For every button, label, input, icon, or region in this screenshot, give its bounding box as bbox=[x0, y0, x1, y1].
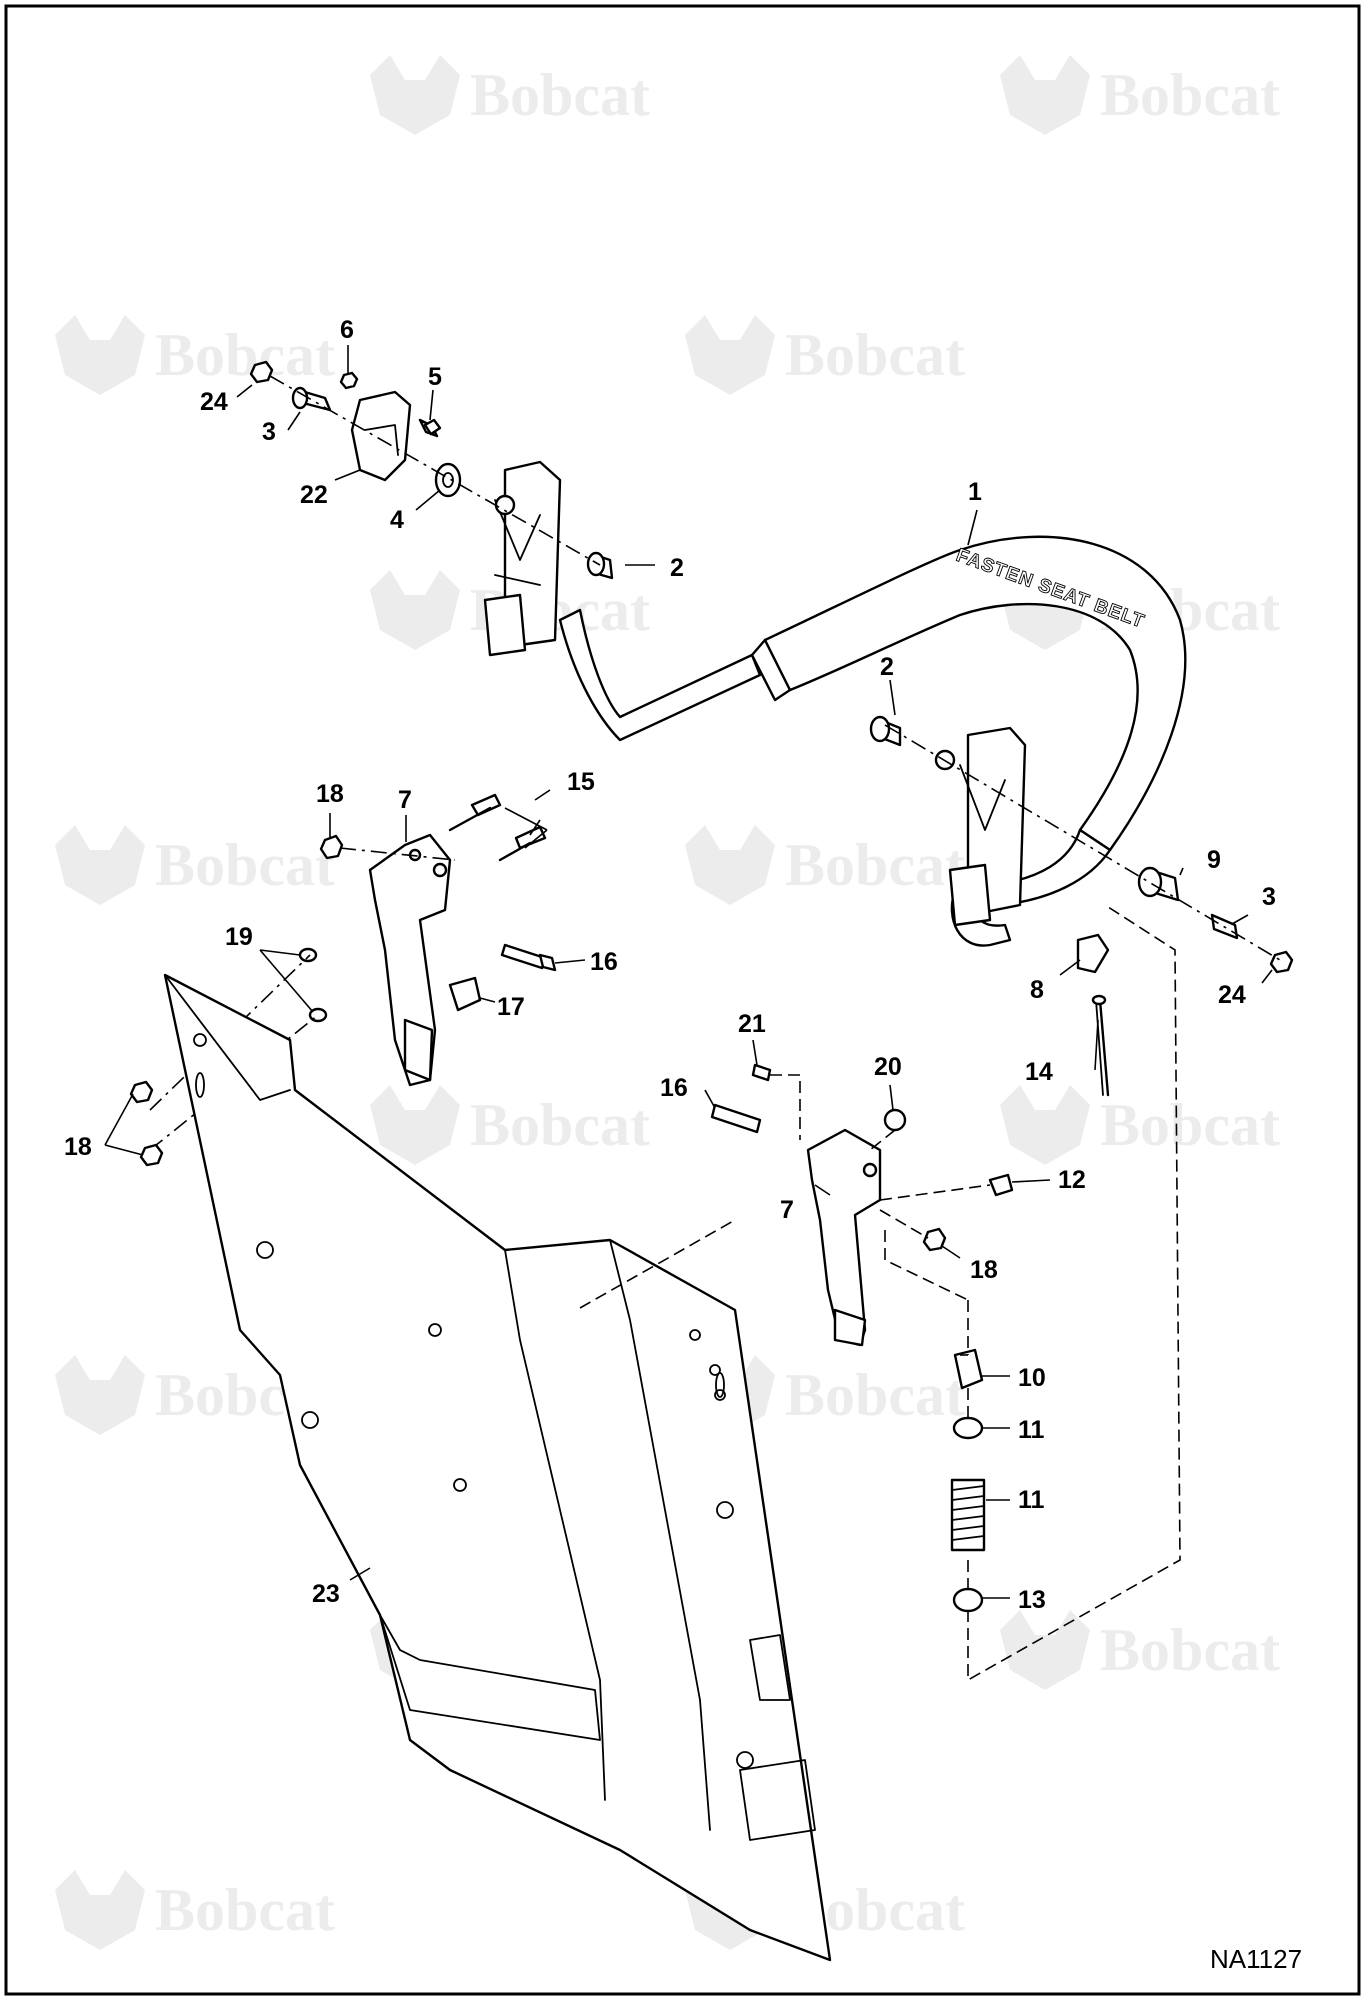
right-pivot-hardware bbox=[869, 715, 1294, 1097]
watermark-text: Bobcat bbox=[155, 322, 335, 388]
washer-19 bbox=[298, 947, 318, 963]
pin-13 bbox=[988, 1173, 1014, 1197]
callout-labels: 1 2 2 3 3 4 5 6 7 7 8 9 10 11 11 12 13 1… bbox=[64, 316, 1276, 1614]
callout-16-left: 16 bbox=[590, 948, 618, 976]
spacer-3 bbox=[291, 386, 309, 410]
spring-cup-11b bbox=[952, 1587, 984, 1613]
watermark-text: Bobcat bbox=[785, 322, 965, 388]
callout-18-top: 18 bbox=[316, 780, 344, 808]
callout-12: 11 bbox=[1018, 1486, 1045, 1514]
bolt-16 bbox=[500, 943, 547, 970]
callout-22: 22 bbox=[300, 481, 328, 509]
spring-assembly bbox=[884, 904, 1181, 1682]
watermark-logo: Bobcat bbox=[370, 1085, 650, 1165]
top-left-hardware bbox=[249, 360, 614, 580]
callout-8: 8 bbox=[1030, 976, 1044, 1004]
callout-6: 6 bbox=[340, 316, 354, 344]
callout-17: 17 bbox=[497, 993, 525, 1021]
nut-18-panel bbox=[139, 1143, 164, 1167]
callout-7-left: 7 bbox=[398, 786, 412, 814]
callout-11-bottom: 13 bbox=[1018, 1586, 1046, 1614]
callout-3-left: 3 bbox=[262, 418, 276, 446]
watermark-logo: Bobcat bbox=[685, 315, 965, 395]
nut-18-panel bbox=[129, 1080, 154, 1104]
watermark-logo: Bobcat bbox=[1000, 55, 1280, 135]
watermark-text: Bobcat bbox=[1100, 1092, 1280, 1158]
watermark-text: Bobcat bbox=[1100, 62, 1280, 128]
bolt-15 bbox=[514, 825, 547, 850]
callout-19: 19 bbox=[225, 923, 253, 951]
callout-14: 14 bbox=[1025, 1058, 1053, 1086]
bolt-5 bbox=[423, 418, 442, 436]
watermark-text: Bobcat bbox=[470, 62, 650, 128]
watermark-logo: Bobcat bbox=[1000, 1085, 1280, 1165]
watermark-text: Bobcat bbox=[785, 832, 965, 898]
nut-20 bbox=[883, 1108, 907, 1132]
callout-4: 4 bbox=[390, 506, 404, 534]
figure-id: NA1127 bbox=[1210, 1944, 1302, 1974]
watermark-logo: Bobcat bbox=[55, 825, 335, 905]
mounting-panel-23 bbox=[129, 973, 832, 1962]
leader-lines bbox=[104, 345, 1273, 1599]
watermark-text: Bobcat bbox=[470, 1092, 650, 1158]
callout-18-right: 18 bbox=[970, 1256, 998, 1284]
callout-2-left: 2 bbox=[670, 554, 684, 582]
watermark-text: Bobcat bbox=[155, 1877, 335, 1943]
nut-18-right bbox=[922, 1227, 947, 1252]
spacer-17 bbox=[448, 976, 482, 1012]
diagram-border bbox=[4, 4, 1361, 1996]
callout-16-right: 16 bbox=[660, 1074, 688, 1102]
watermark-text: Bobcat bbox=[785, 1362, 965, 1428]
bushing-4 bbox=[434, 462, 462, 498]
callout-13: 12 bbox=[1058, 1166, 1086, 1194]
watermark-logo: Bobcat bbox=[685, 825, 965, 905]
nut-24-right bbox=[1269, 950, 1294, 974]
right-bracket-7 bbox=[710, 1063, 1014, 1347]
callout-15: 15 bbox=[567, 768, 595, 796]
callout-18-left: 18 bbox=[64, 1133, 92, 1161]
callout-11-top: 11 bbox=[1018, 1416, 1045, 1444]
bolt-16-right bbox=[710, 1103, 762, 1134]
seat-bar: FASTEN SEAT BELT bbox=[483, 460, 1187, 947]
callout-7-right: 7 bbox=[780, 1196, 794, 1224]
watermark-text: Bobcat bbox=[1100, 1617, 1280, 1683]
nut-18-top bbox=[319, 834, 344, 860]
latch-bracket-22 bbox=[350, 390, 412, 482]
callout-20: 20 bbox=[874, 1053, 902, 1081]
bolt-15 bbox=[470, 793, 502, 817]
callout-24-left: 24 bbox=[200, 388, 228, 416]
callout-9: 9 bbox=[1207, 846, 1221, 874]
spring-cup-11 bbox=[952, 1416, 984, 1440]
watermark-text: Bobcat bbox=[155, 832, 335, 898]
callout-5: 5 bbox=[428, 363, 442, 391]
callout-24-right: 24 bbox=[1218, 981, 1246, 1009]
callout-2-right: 2 bbox=[880, 653, 894, 681]
watermark-logo: Bobcat bbox=[55, 1870, 335, 1950]
callout-21: 21 bbox=[738, 1010, 766, 1038]
watermark-logo: Bobcat bbox=[1000, 1610, 1280, 1690]
callout-3-right: 3 bbox=[1262, 883, 1276, 911]
watermark-logo: Bobcat bbox=[55, 315, 335, 395]
watermark-logo: Bobcat bbox=[370, 55, 650, 135]
callout-10: 10 bbox=[1018, 1364, 1046, 1392]
nut-24 bbox=[249, 360, 274, 384]
callout-1: 1 bbox=[968, 478, 982, 506]
left-bracket-7 bbox=[149, 793, 557, 1151]
clip-8 bbox=[1076, 933, 1110, 974]
callout-23: 23 bbox=[312, 1580, 340, 1608]
nut-6 bbox=[339, 371, 359, 390]
bolt-21 bbox=[751, 1063, 772, 1082]
rod-14 bbox=[1098, 998, 1110, 1097]
clevis-10 bbox=[953, 1348, 984, 1390]
